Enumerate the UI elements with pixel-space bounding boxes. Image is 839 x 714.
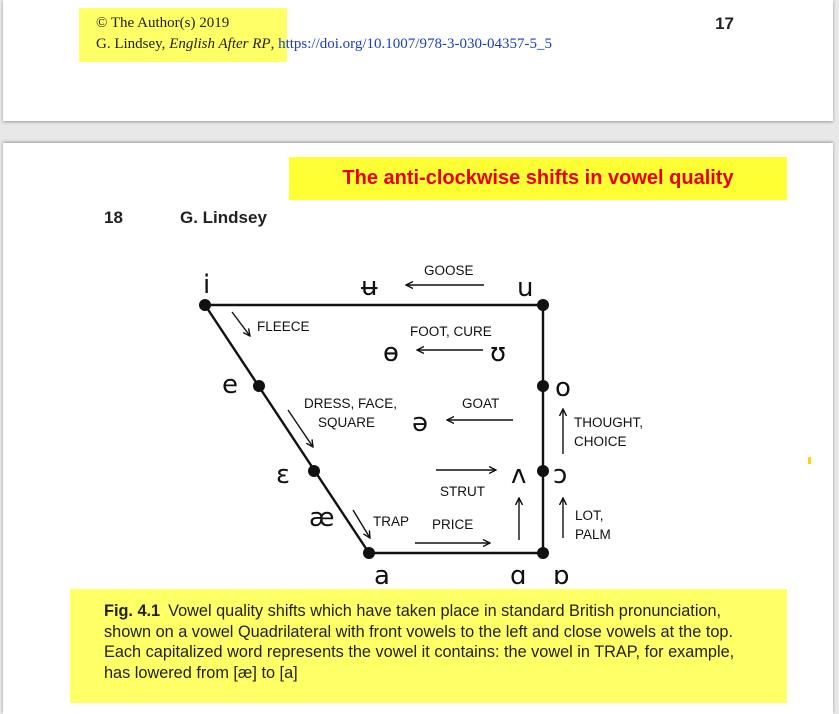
vowel-ae: æ xyxy=(309,503,335,533)
dot-a xyxy=(363,547,375,559)
vowel-e: e xyxy=(222,370,238,400)
margin-highlight-mark xyxy=(808,457,811,464)
vowel-wedge: ʌ xyxy=(511,460,526,490)
label-goat: GOAT xyxy=(462,396,499,411)
running-head: G. Lindsey xyxy=(180,208,267,227)
caption-highlight xyxy=(70,589,787,703)
quadrilateral-outline xyxy=(203,303,545,555)
quad-left-edge xyxy=(203,304,371,554)
vowel-o: o xyxy=(555,373,571,403)
dot-e xyxy=(253,380,265,392)
vowel-i: i xyxy=(203,270,210,300)
label-thought-1: THOUGHT, xyxy=(574,415,643,430)
dot-o xyxy=(537,380,549,392)
dot-alpha xyxy=(537,547,549,559)
vowel-turned-alpha: ɒ xyxy=(553,561,570,591)
label-thought-2: CHOICE xyxy=(574,434,627,449)
label-dress-2: SQUARE xyxy=(318,415,375,430)
page-number-main: 18 xyxy=(104,208,123,227)
copyright-line: © The Author(s) 2019 xyxy=(96,15,230,31)
label-goose: GOOSE xyxy=(424,263,474,278)
fleece-arrow xyxy=(231,311,250,336)
vowel-alpha: ɑ xyxy=(510,561,527,591)
doi-link[interactable]: https://doi.org/10.1007/978-3-030-04357-… xyxy=(278,36,552,52)
page-number-top: 17 xyxy=(715,14,734,33)
vowel-theta: ɵ xyxy=(383,338,399,368)
caption-body: Vowel quality shifts which have taken pl… xyxy=(104,602,735,682)
vowel-open-o: ɔ xyxy=(553,460,567,490)
dot-epsilon xyxy=(308,465,320,477)
vowel-dots xyxy=(199,299,549,559)
vowel-u-bar: ʉ xyxy=(361,272,378,302)
dot-open-o xyxy=(537,465,549,477)
label-lot: LOT, xyxy=(575,508,604,523)
vowel-upsilon: ʊ xyxy=(490,338,506,368)
title-highlight xyxy=(289,157,787,200)
label-foot-cure: FOOT, CURE xyxy=(410,324,492,339)
vowel-a: a xyxy=(374,561,390,591)
citation-sep: , xyxy=(270,36,279,52)
label-strut: STRUT xyxy=(440,484,485,499)
label-palm: PALM xyxy=(575,527,611,542)
vowel-schwa: ə xyxy=(412,408,428,438)
citation-author: G. Lindsey, xyxy=(96,36,170,52)
dress-arrow xyxy=(287,409,313,447)
label-trap: TRAP xyxy=(373,514,409,529)
trap-arrow xyxy=(352,509,370,538)
shift-arrows xyxy=(231,285,563,543)
dot-u xyxy=(537,299,549,311)
vowel-u: u xyxy=(517,273,533,303)
vowel-epsilon: ɛ xyxy=(276,460,290,490)
copyright-highlight xyxy=(79,8,287,62)
highlight-title: The anti-clockwise shifts in vowel quali… xyxy=(342,167,734,189)
label-dress-1: DRESS, FACE, xyxy=(304,396,397,411)
citation-title: English After RP xyxy=(169,36,271,52)
caption-label: Fig. 4.1 xyxy=(104,602,161,620)
dot-i xyxy=(199,299,211,311)
label-price: PRICE xyxy=(432,517,473,532)
citation-line: G. Lindsey, English After RP, https://do… xyxy=(96,36,552,53)
label-fleece: FLEECE xyxy=(257,319,310,334)
